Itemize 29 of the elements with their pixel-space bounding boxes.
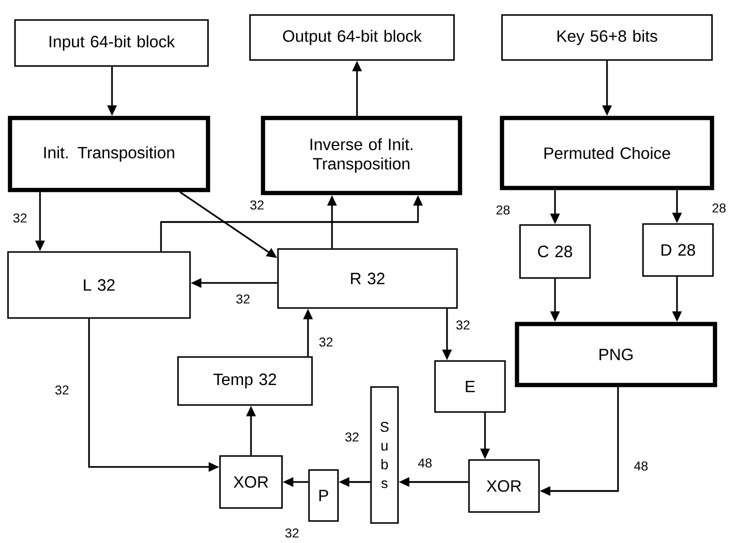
process-box: P <box>308 469 339 522</box>
process-box: C 28 <box>519 224 591 279</box>
process-box: Init. Transposition <box>8 116 210 192</box>
process-box: Temp 32 <box>177 356 313 406</box>
edge-label: 48 <box>634 461 648 471</box>
process-box: PNG <box>514 322 718 388</box>
process-box: R 32 <box>277 248 458 309</box>
bit-width-label: 32 <box>285 528 299 538</box>
process-box: Subs <box>370 386 399 524</box>
edge-label: 32 <box>55 385 69 395</box>
process-box: L 32 <box>7 251 191 319</box>
process-box: D 28 <box>642 223 714 277</box>
process-box: Input 64-bit block <box>14 19 209 67</box>
process-box: Inverse of Init. Transposition <box>260 116 462 196</box>
process-box: XOR <box>219 455 283 509</box>
edge-label: 28 <box>712 203 726 213</box>
process-box: Key 56+8 bits <box>501 14 713 61</box>
edge-label: 32 <box>13 213 27 223</box>
edge-label: 32 <box>236 294 250 304</box>
process-box: XOR <box>468 459 540 513</box>
process-box: E <box>434 360 506 413</box>
edge-label: 32 <box>456 320 470 330</box>
edge-label: 32 <box>345 432 359 442</box>
edge-label: 28 <box>496 205 510 215</box>
edge-label: 48 <box>418 458 432 468</box>
process-box: Permuted Choice <box>500 116 714 190</box>
edge-label: 32 <box>319 337 333 347</box>
edge-label: 32 <box>250 200 264 210</box>
process-box: Output 64-bit block <box>249 14 455 61</box>
